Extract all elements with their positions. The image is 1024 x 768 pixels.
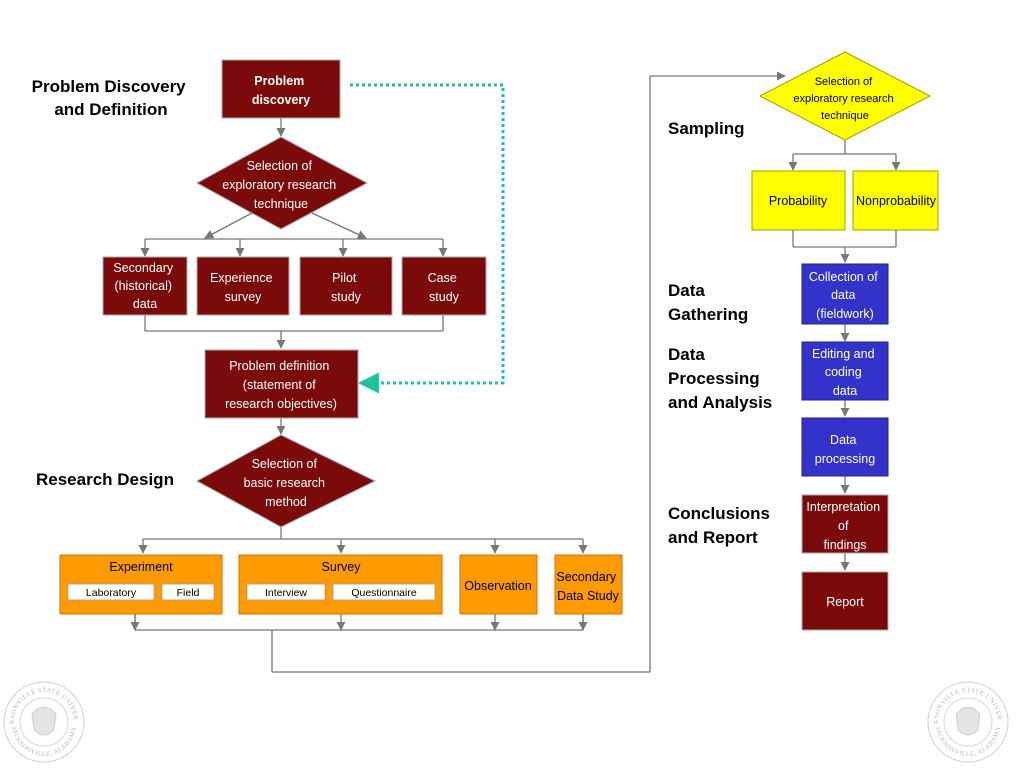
node-case-study: Case study [401, 256, 487, 316]
sub-laboratory-box [67, 583, 155, 601]
stage-label-problem-discovery: Problem Discovery and Definition [32, 77, 191, 119]
dotted-feedback-connector [350, 83, 505, 394]
node-observation: Observation [459, 554, 538, 615]
node-nonprobability: Nonprobability [852, 170, 939, 231]
svg-text:Survey: Survey [322, 560, 362, 574]
svg-text:Pilot study: Pilot study [331, 271, 362, 304]
stage-label-data-processing: Data Processing and Analysis [668, 345, 772, 412]
svg-text:Selection of exploratory: Selection of exploratory research techni… [222, 159, 339, 211]
node-problem-discovery: Problem discovery [221, 59, 341, 119]
sub-laboratory: Laboratory [86, 587, 137, 599]
node-experience-survey: Experience survey [196, 256, 290, 316]
svg-text:Observation: Observation [464, 579, 531, 593]
stage-label-conclusions: Conclusions and Report [668, 504, 775, 547]
svg-text:Report: Report [826, 595, 864, 609]
sub-questionnaire: Questionnaire [351, 587, 417, 599]
svg-text:Collection of data: Collection of data (fieldwork) [809, 270, 881, 321]
node-editing-coding: Editing and coding data [801, 341, 889, 401]
stage-label-data-gathering: Data Gathering [668, 281, 748, 324]
node-sampling-technique-diamond: Selection of exploratory research techni… [758, 51, 932, 141]
stage-labels: Problem Discovery and Definition Researc… [32, 77, 775, 547]
svg-text:Secondary Data Study: Secondary Data Study [556, 570, 619, 603]
svg-text:Editing and coding: Editing and coding data [812, 347, 878, 398]
svg-text:Secondary (historical): Secondary (historical) data [113, 261, 176, 311]
svg-text:Problem discovery: Problem discovery [252, 74, 310, 107]
node-collection-of-data: Collection of data (fieldwork) [801, 263, 889, 325]
sub-interview: Interview [265, 587, 307, 599]
svg-text:Experiment: Experiment [109, 560, 173, 574]
sub-interview-box [246, 583, 326, 601]
node-basic-method-diamond: Selection of basic research method [195, 434, 377, 528]
svg-text:Interpretation of: Interpretation of findings [806, 500, 883, 552]
svg-text:Problem definition (stat: Problem definition (statement of researc… [225, 359, 337, 411]
svg-text:Nonprobability: Nonprobability [856, 194, 937, 208]
stage-label-research-design: Research Design [36, 470, 174, 489]
svg-text:Case study: Case study [428, 271, 461, 304]
node-exploratory-technique-diamond: Selection of exploratory research techni… [195, 136, 369, 230]
svg-text:Selection of basic resea: Selection of basic research method [244, 457, 329, 509]
node-problem-definition: Problem definition (statement of researc… [204, 349, 359, 419]
node-experiment: Experiment Laboratory Field [59, 554, 223, 615]
sub-questionnaire-box [332, 583, 436, 601]
node-survey: Survey Interview Questionnaire [238, 554, 443, 615]
stage-label-sampling: Sampling [668, 119, 745, 138]
node-secondary-data-study: Secondary Data Study [554, 554, 623, 615]
node-pilot-study: Pilot study [299, 256, 393, 316]
node-interpretation: Interpretation of findings [801, 494, 889, 554]
sub-field-box [161, 583, 215, 601]
node-probability: Probability [751, 170, 846, 231]
svg-text:Selection of exploratory: Selection of exploratory research techni… [793, 76, 896, 122]
node-data-processing: Data processing [801, 417, 889, 477]
node-report: Report [801, 571, 889, 631]
node-secondary-historical-data: Secondary (historical) data [102, 256, 188, 316]
svg-text:Data processing: Data processing [815, 433, 875, 466]
svg-text:Probability: Probability [769, 194, 828, 208]
svg-text:Experience survey: Experience survey [210, 271, 276, 304]
connectors [130, 71, 901, 673]
sub-field: Field [177, 587, 200, 599]
